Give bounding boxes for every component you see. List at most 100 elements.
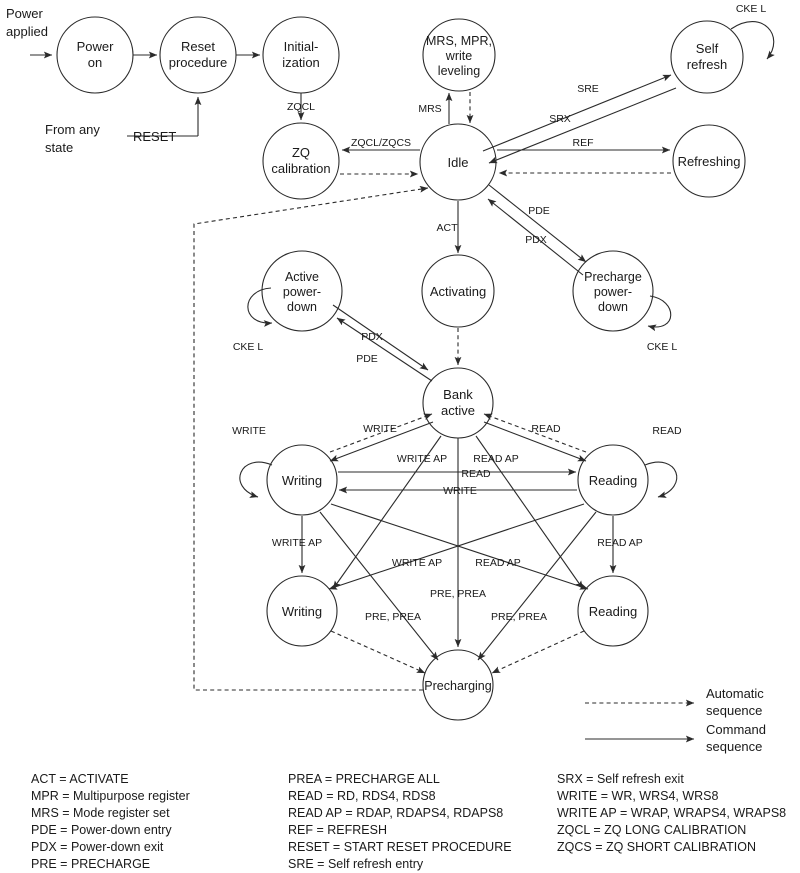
label-cke-l-prepd: CKE L xyxy=(647,341,678,353)
edge-reading-bankactive-auto xyxy=(483,413,587,453)
label-bank-active-2: active xyxy=(441,403,475,418)
state-idle xyxy=(419,123,497,201)
edge-actpd-bankactive xyxy=(332,304,429,371)
state-activating xyxy=(421,254,495,328)
edge-bankactive-readingap xyxy=(475,435,584,590)
state-mrs-mpr-write-leveling xyxy=(422,18,496,92)
edge-writingap-precharging-auto xyxy=(330,630,426,674)
label-srx: SRX xyxy=(549,113,571,125)
label-read-ap-bankactive: READ AP xyxy=(473,453,519,465)
label-write-loop: WRITE xyxy=(232,425,266,437)
edge-idle-prepd xyxy=(488,184,587,263)
label-activating: Activating xyxy=(430,284,486,299)
edge-actpd-loop xyxy=(247,287,273,327)
key-col1-3: PDE = Power-down entry xyxy=(31,823,172,837)
key-col1-5: PRE = PRECHARGE xyxy=(31,857,150,871)
legend-automatic-1: Automatic xyxy=(706,686,764,701)
legend-command-1: Command xyxy=(706,722,766,737)
key-col3-2: WRITE AP = WRAP, WRAPS4, WRAPS8 xyxy=(557,806,786,820)
state-active-power-down xyxy=(261,250,343,332)
label-self-refresh-1: Self xyxy=(696,41,719,56)
label-pde-bankactive: PDE xyxy=(356,353,378,365)
label-ref: REF xyxy=(573,137,594,149)
label-from-any-state-1: From any xyxy=(45,122,100,137)
label-mrs-2: write xyxy=(445,49,472,63)
label-power-on-2: on xyxy=(88,55,102,70)
key-col3-3: ZQCL = ZQ LONG CALIBRATION xyxy=(557,823,746,837)
label-precharging: Precharging xyxy=(424,679,491,693)
label-read-ap-reading: READ AP xyxy=(597,537,643,549)
label-prepd-2: power- xyxy=(594,285,632,299)
key-group: ACT = ACTIVATE MPR = Multipurpose regist… xyxy=(31,772,786,871)
label-read-ap-cross: READ AP xyxy=(475,557,521,569)
label-sre: SRE xyxy=(577,83,599,95)
edge-selfrefresh-loop xyxy=(730,21,775,60)
label-prepd-3: down xyxy=(598,300,628,314)
label-writing: Writing xyxy=(282,473,322,488)
label-mrs-3: leveling xyxy=(438,64,480,78)
edge-bankactive-actpd xyxy=(336,317,433,382)
state-writing xyxy=(266,444,338,516)
label-mrs-edge: MRS xyxy=(418,103,441,115)
edge-bankactive-writingap xyxy=(332,435,442,590)
state-reading xyxy=(577,444,649,516)
label-power-on-1: Power xyxy=(77,39,115,54)
key-col2-5: SRE = Self refresh entry xyxy=(288,857,424,871)
label-init-2: ization xyxy=(282,55,320,70)
state-zq-calibration xyxy=(262,122,340,200)
legend-group: Automatic sequence Command sequence xyxy=(706,686,766,754)
edge-reading-loop xyxy=(644,461,678,498)
label-refreshing: Refreshing xyxy=(678,154,741,169)
state-initialization xyxy=(262,16,340,94)
key-col1-0: ACT = ACTIVATE xyxy=(31,772,129,786)
key-col3-4: ZQCS = ZQ SHORT CALIBRATION xyxy=(557,840,756,854)
state-reset-procedure xyxy=(159,16,237,94)
state-labels-group: Power on Reset procedure Initial- izatio… xyxy=(77,34,741,693)
state-refreshing xyxy=(672,124,746,198)
state-self-refresh xyxy=(670,20,744,94)
label-read-writing-reading: READ xyxy=(461,468,491,480)
state-precharging xyxy=(422,649,494,721)
label-write-bankactive: WRITE xyxy=(363,423,397,435)
label-power-applied-1: Power xyxy=(6,6,44,21)
label-pre-prea-left: PRE, PREA xyxy=(365,611,421,623)
edge-precharging-idle-auto xyxy=(193,185,429,691)
label-pde-idle: PDE xyxy=(528,205,550,217)
label-zqcl-zqcs: ZQCL/ZQCS xyxy=(351,137,411,149)
edge-writing-loop xyxy=(239,461,273,498)
key-col2-1: READ = RD, RDS4, RDS8 xyxy=(288,789,436,803)
edges-group xyxy=(30,21,775,743)
label-zq-2: calibration xyxy=(271,161,330,176)
key-col2-3: REF = REFRESH xyxy=(288,823,387,837)
key-col2-2: READ AP = RDAP, RDAPS4, RDAPS8 xyxy=(288,806,503,820)
label-read-loop: READ xyxy=(652,425,682,437)
label-pdx-idle: PDX xyxy=(525,234,547,246)
state-power-on xyxy=(56,16,134,94)
label-pre-prea-center: PRE, PREA xyxy=(430,588,486,600)
label-cke-l-selfrefresh: CKE L xyxy=(736,3,767,15)
label-bank-active-1: Bank xyxy=(443,387,473,402)
label-reset-1: Reset xyxy=(181,39,215,54)
label-reset-2: procedure xyxy=(169,55,228,70)
state-bank-active xyxy=(422,367,494,439)
legend-automatic-2: sequence xyxy=(706,703,762,718)
key-col1-2: MRS = Mode register set xyxy=(31,806,170,820)
state-precharge-power-down xyxy=(572,250,654,332)
label-reading-ap: Reading xyxy=(589,604,637,619)
label-self-refresh-2: refresh xyxy=(687,57,727,72)
states-group xyxy=(56,16,746,721)
state-reading-ap xyxy=(577,575,649,647)
label-write-ap-cross: WRITE AP xyxy=(392,557,442,569)
label-idle: Idle xyxy=(448,155,469,170)
label-cke-l-actpd: CKE L xyxy=(233,341,264,353)
edge-bankactive-writing xyxy=(329,421,434,462)
edge-writing-precharging xyxy=(319,511,439,661)
key-col1-1: MPR = Multipurpose register xyxy=(31,789,190,803)
label-mrs-1: MRS, MPR, xyxy=(426,34,492,48)
key-col1-4: PDX = Power-down exit xyxy=(31,840,164,854)
edge-reading-writingap xyxy=(328,503,585,590)
label-init-1: Initial- xyxy=(284,39,319,54)
label-write-reading-writing: WRITE xyxy=(443,485,477,497)
key-col2-0: PREA = PRECHARGE ALL xyxy=(288,772,440,786)
